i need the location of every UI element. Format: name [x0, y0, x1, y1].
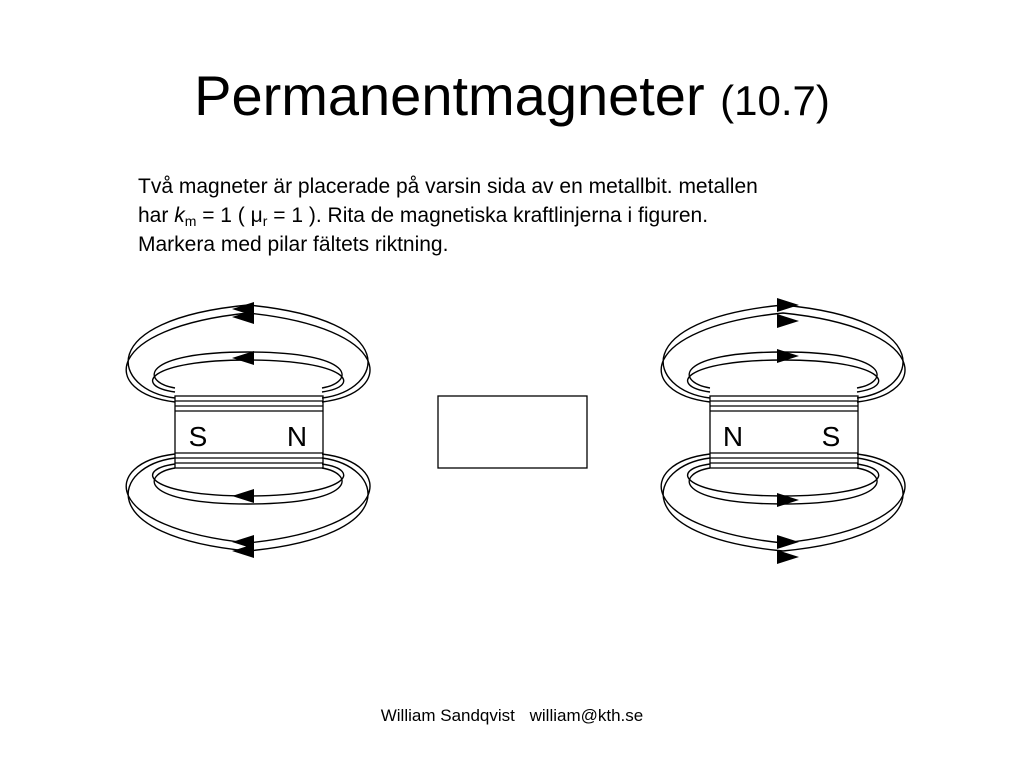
mu-subscript: r	[262, 213, 268, 229]
title-number: (10.7)	[720, 77, 830, 124]
arrow-right-icon	[777, 298, 799, 312]
right-magnet: N S	[660, 298, 906, 564]
k-symbol: k	[174, 204, 185, 227]
arrow-right-icon	[777, 493, 799, 507]
problem-text: Två magneter är placerade på varsin sida…	[138, 172, 938, 259]
left-magnet-pole-right: N	[287, 421, 307, 452]
problem-line-3: Markera med pilar fältets riktning.	[138, 233, 449, 256]
problem-line-2: har km = 1 ( μr = 1 ). Rita de magnetisk…	[138, 201, 938, 230]
footer-author: William Sandqvist	[380, 706, 515, 725]
k-value: = 1 (	[196, 204, 251, 227]
k-subscript: m	[184, 213, 197, 229]
arrow-right-icon	[777, 349, 799, 363]
arrow-right-icon	[777, 535, 799, 549]
mu-value: = 1 ). Rita de magnetiska kraftlinjerna …	[267, 204, 709, 227]
title-text: Permanentmagneter	[194, 64, 705, 127]
arrow-left-icon	[232, 535, 254, 549]
slide-title: Permanentmagneter (10.7)	[0, 60, 1024, 137]
slide-footer: William Sandqvist william@kth.se	[0, 706, 1024, 726]
arrow-right-icon	[777, 550, 799, 564]
left-magnet: S N	[125, 302, 371, 558]
line2-prefix: har	[138, 204, 175, 227]
arrow-left-icon	[232, 351, 254, 365]
metal-piece	[437, 395, 588, 469]
mu-symbol: μ	[250, 204, 263, 227]
right-magnet-pole-left: N	[723, 421, 743, 452]
arrow-left-icon	[232, 489, 254, 503]
arrow-right-icon	[777, 314, 799, 328]
left-magnet-pole-left: S	[189, 421, 208, 452]
right-magnet-pole-right: S	[822, 421, 841, 452]
left-arrows	[232, 302, 254, 558]
arrow-left-icon	[232, 544, 254, 558]
right-arrows	[777, 298, 799, 564]
arrow-left-icon	[232, 310, 254, 324]
footer-email: william@kth.se	[529, 706, 644, 725]
problem-line-1: Två magneter är placerade på varsin sida…	[138, 175, 758, 198]
